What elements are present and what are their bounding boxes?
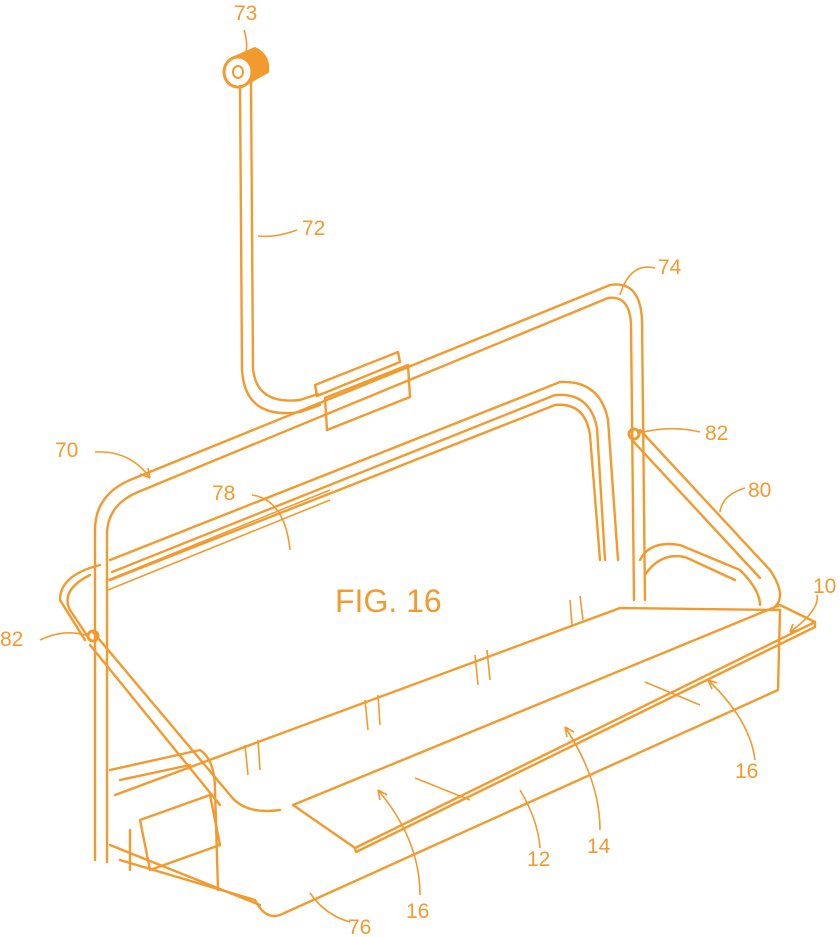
label-76: 76	[348, 916, 371, 937]
label-72: 72	[302, 217, 325, 240]
label-78: 78	[212, 482, 235, 505]
hanger-pole	[238, 80, 322, 415]
label-12: 12	[527, 848, 550, 871]
label-70: 70	[55, 439, 78, 462]
leader-lines	[39, 29, 819, 923]
pivot-right-icon	[627, 427, 641, 441]
seat-base	[108, 606, 782, 918]
figure-title: FIG. 16	[335, 583, 442, 619]
label-10: 10	[813, 575, 836, 598]
label-16-left: 16	[406, 900, 429, 923]
seat-back	[108, 380, 620, 776]
label-16-right: 16	[735, 760, 758, 783]
label-80: 80	[748, 479, 771, 502]
label-73: 73	[234, 2, 257, 25]
label-14: 14	[587, 835, 611, 858]
pivot-left-icon	[86, 629, 100, 643]
cable-grip-cap	[222, 46, 270, 89]
label-74: 74	[658, 256, 682, 279]
label-82-left: 82	[0, 628, 23, 651]
hanger-frame	[93, 283, 647, 864]
footrest-board	[291, 603, 817, 854]
label-82-right: 82	[705, 422, 728, 445]
clamp-plate	[313, 350, 412, 432]
